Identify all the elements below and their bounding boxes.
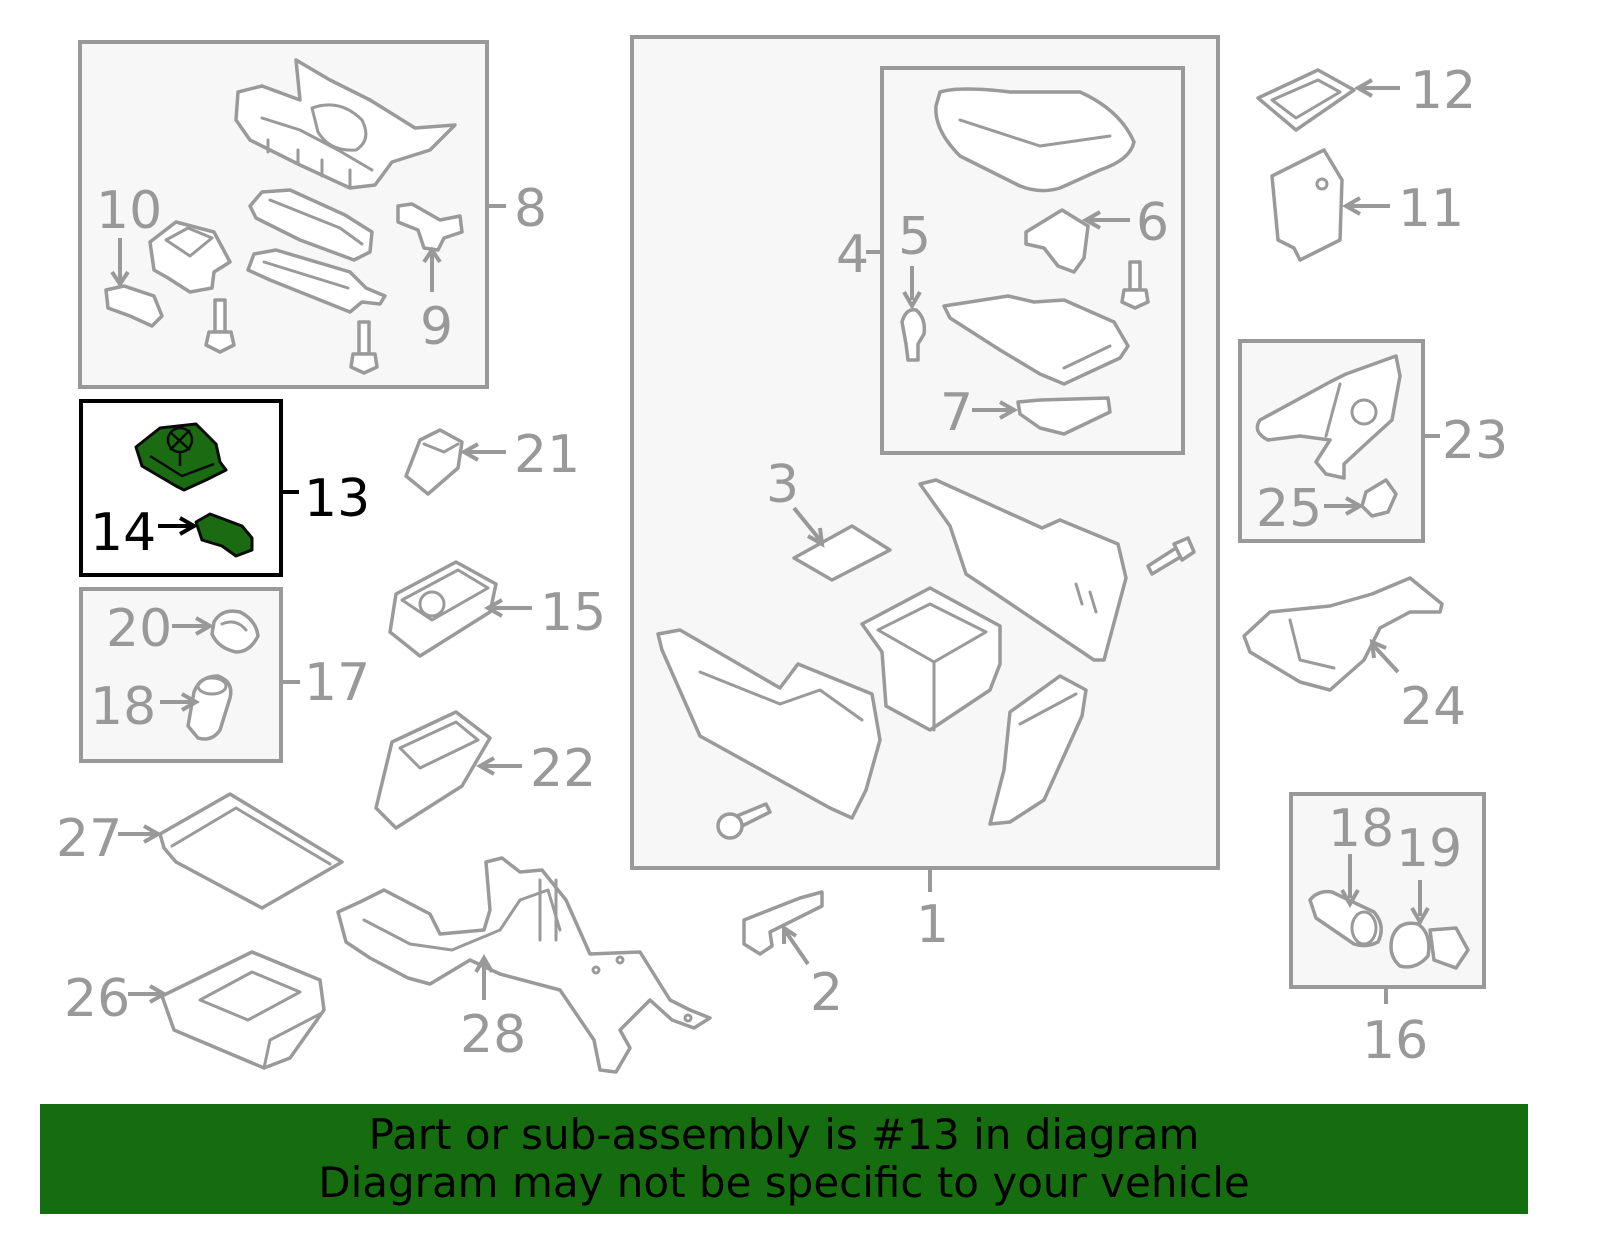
- leader-19: [1410, 880, 1430, 927]
- part-3-pad: [792, 524, 892, 582]
- leader-22: [475, 756, 522, 776]
- part-15-switch-panel: [388, 560, 498, 658]
- callout-2: 2: [810, 963, 843, 1023]
- leader-14: [158, 516, 199, 536]
- part-7-hinge: [1016, 396, 1112, 436]
- part-19-cap: [1389, 921, 1470, 970]
- callout-8: 8: [514, 179, 547, 239]
- part-4-lid-base: [942, 294, 1130, 386]
- leader-26: [128, 984, 169, 1004]
- screw-4: [1120, 260, 1150, 310]
- leader-24: [1369, 638, 1400, 674]
- part-18-socket-b: [1308, 889, 1383, 948]
- screw-1a: [1146, 536, 1196, 576]
- screw-1b: [716, 802, 772, 840]
- callout-15: 15: [540, 583, 606, 643]
- callout-28: 28: [460, 1005, 526, 1065]
- part-1-side-panel-left: [656, 628, 882, 820]
- callout-7: 7: [940, 383, 973, 443]
- part-2-clip: [742, 890, 824, 956]
- leader-15: [483, 598, 532, 618]
- callout-27: 27: [56, 809, 122, 869]
- leader-5: [902, 266, 922, 311]
- callout-17: 17: [304, 653, 370, 713]
- part-10-housing: [148, 220, 232, 294]
- callout-13: 13: [304, 469, 370, 529]
- callout-12: 12: [1410, 61, 1476, 121]
- callout-9: 9: [420, 297, 453, 357]
- leader-27: [118, 824, 163, 844]
- part-8-bezel-upper: [248, 188, 374, 262]
- part-11-bracket: [1270, 148, 1344, 262]
- callout-19: 19: [1396, 819, 1462, 879]
- part-18-socket: [186, 674, 233, 741]
- part-6-latch: [1024, 208, 1090, 274]
- leader-3: [792, 506, 825, 548]
- part-1-rear-trim: [988, 674, 1088, 826]
- callout-11: 11: [1398, 179, 1464, 239]
- info-banner: Part or sub-assembly is #13 in diagram D…: [40, 1104, 1528, 1214]
- part-1-side-panel-right: [918, 478, 1128, 662]
- callout-14: 14: [90, 503, 156, 563]
- callout-23: 23: [1442, 411, 1508, 471]
- part-24-bracket: [1242, 576, 1444, 692]
- part-5-bumper: [900, 308, 927, 362]
- banner-line-2: Diagram may not be specific to your vehi…: [318, 1158, 1250, 1207]
- leader-21: [459, 442, 506, 462]
- screw-8a: [204, 298, 236, 354]
- part-10-bracket: [104, 284, 164, 328]
- callout-21: 21: [514, 425, 580, 485]
- part-26-module: [160, 950, 326, 1070]
- callout-10: 10: [96, 181, 162, 241]
- leader-20: [172, 616, 215, 636]
- screw-8b: [349, 320, 379, 375]
- callout-24: 24: [1400, 677, 1466, 737]
- leader-9: [422, 246, 442, 292]
- callout-18a: 18: [90, 677, 156, 737]
- callout-18b: 18: [1328, 799, 1394, 859]
- part-1-storage-bin: [860, 586, 1002, 732]
- banner-line-1: Part or sub-assembly is #13 in diagram: [368, 1110, 1200, 1159]
- part-12-cover: [1256, 68, 1356, 132]
- leader-18a: [160, 692, 201, 712]
- leader-2: [782, 924, 810, 966]
- part-21-switch: [404, 428, 464, 496]
- callout-16: 16: [1362, 1011, 1428, 1071]
- callout-1: 1: [916, 895, 949, 955]
- callout-20: 20: [106, 599, 172, 659]
- callout-6: 6: [1136, 193, 1169, 253]
- part-8-bezel-lower: [246, 248, 387, 314]
- part-27-pad: [158, 792, 344, 910]
- part-8-trim-panel: [234, 58, 457, 190]
- part-13-shifter-assembly[interactable]: [134, 422, 228, 492]
- leader-12: [1353, 78, 1400, 98]
- leader-11: [1341, 196, 1390, 216]
- leader-7: [972, 400, 1019, 420]
- callout-26: 26: [64, 969, 130, 1029]
- leader-18b: [1340, 854, 1360, 909]
- part-4-armrest-lid: [934, 87, 1136, 193]
- callout-22: 22: [530, 739, 596, 799]
- part-20-cap: [210, 609, 260, 654]
- callout-25: 25: [1256, 479, 1322, 539]
- part-23-parking-brake: [1255, 354, 1402, 480]
- leader-6: [1081, 210, 1130, 230]
- part-22-pocket: [374, 710, 492, 830]
- part-9-clip: [396, 202, 464, 252]
- leader-25: [1324, 496, 1365, 516]
- callout-4: 4: [836, 225, 869, 285]
- part-14-bracket[interactable]: [194, 512, 254, 558]
- callout-3: 3: [766, 455, 799, 515]
- callout-5: 5: [898, 207, 931, 267]
- leader-10: [110, 238, 130, 288]
- leader-28: [474, 953, 494, 1000]
